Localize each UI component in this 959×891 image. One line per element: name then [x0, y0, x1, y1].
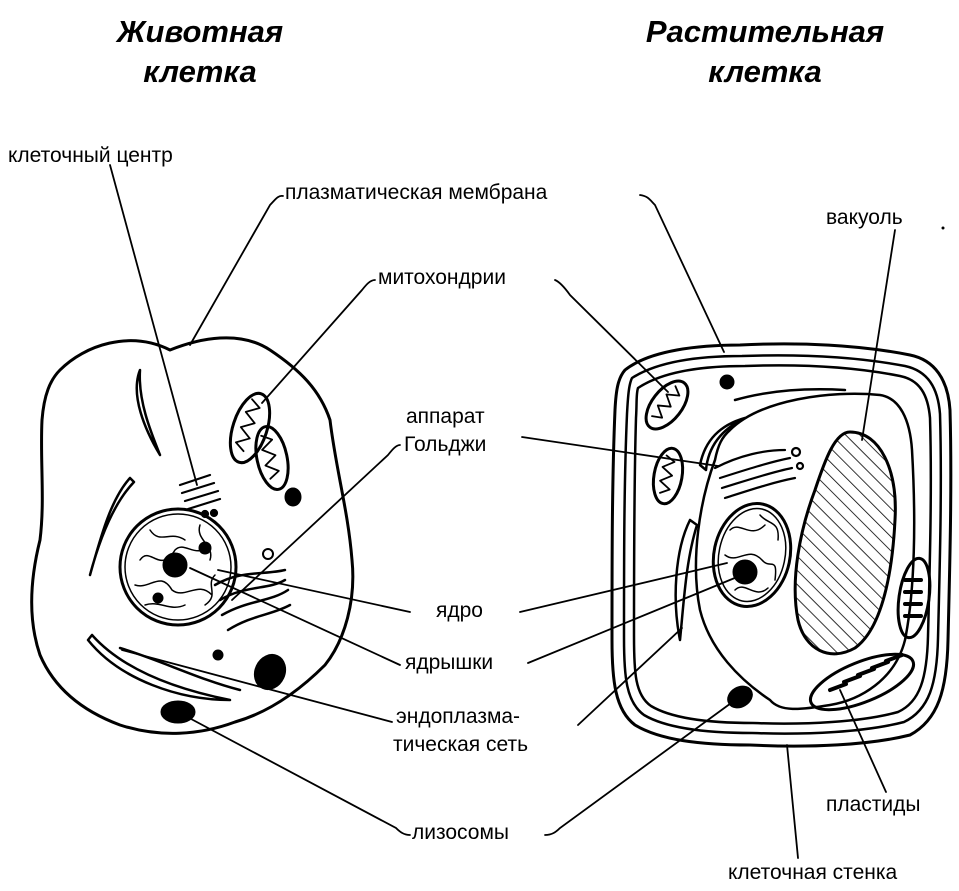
animal-mitochondria — [223, 389, 294, 493]
speck — [942, 227, 945, 230]
label-plasma-membrane: плазматическая мембрана — [285, 180, 547, 206]
label-cell-center: клеточный центр — [8, 143, 173, 169]
plant-nucleolus — [734, 561, 756, 583]
label-mitochondria: митохондрии — [378, 265, 506, 291]
plant-mitochondria — [638, 374, 696, 506]
label-lysosomes: лизосомы — [412, 820, 509, 846]
animal-er — [88, 370, 290, 700]
label-vacuole: вакуоль — [826, 205, 903, 231]
plant-cell — [612, 344, 951, 746]
animal-nucleus — [120, 509, 236, 625]
label-er-line1: эндоплазма- — [396, 704, 520, 730]
label-er-line2: тическая сеть — [393, 732, 528, 758]
label-golgi-line2: Гольджи — [404, 432, 486, 458]
animal-cell — [32, 338, 353, 734]
plant-golgi — [715, 448, 803, 498]
label-plastids: пластиды — [826, 792, 921, 818]
label-cell-wall: клеточная стенка — [728, 860, 897, 886]
animal-nucleolus — [164, 554, 186, 576]
plant-nucleus — [704, 496, 800, 614]
label-golgi-line1: аппарат — [406, 404, 485, 430]
plant-vacuole — [795, 432, 895, 654]
label-nucleoli: ядрышки — [405, 650, 493, 676]
label-nucleus: ядро — [436, 598, 483, 624]
